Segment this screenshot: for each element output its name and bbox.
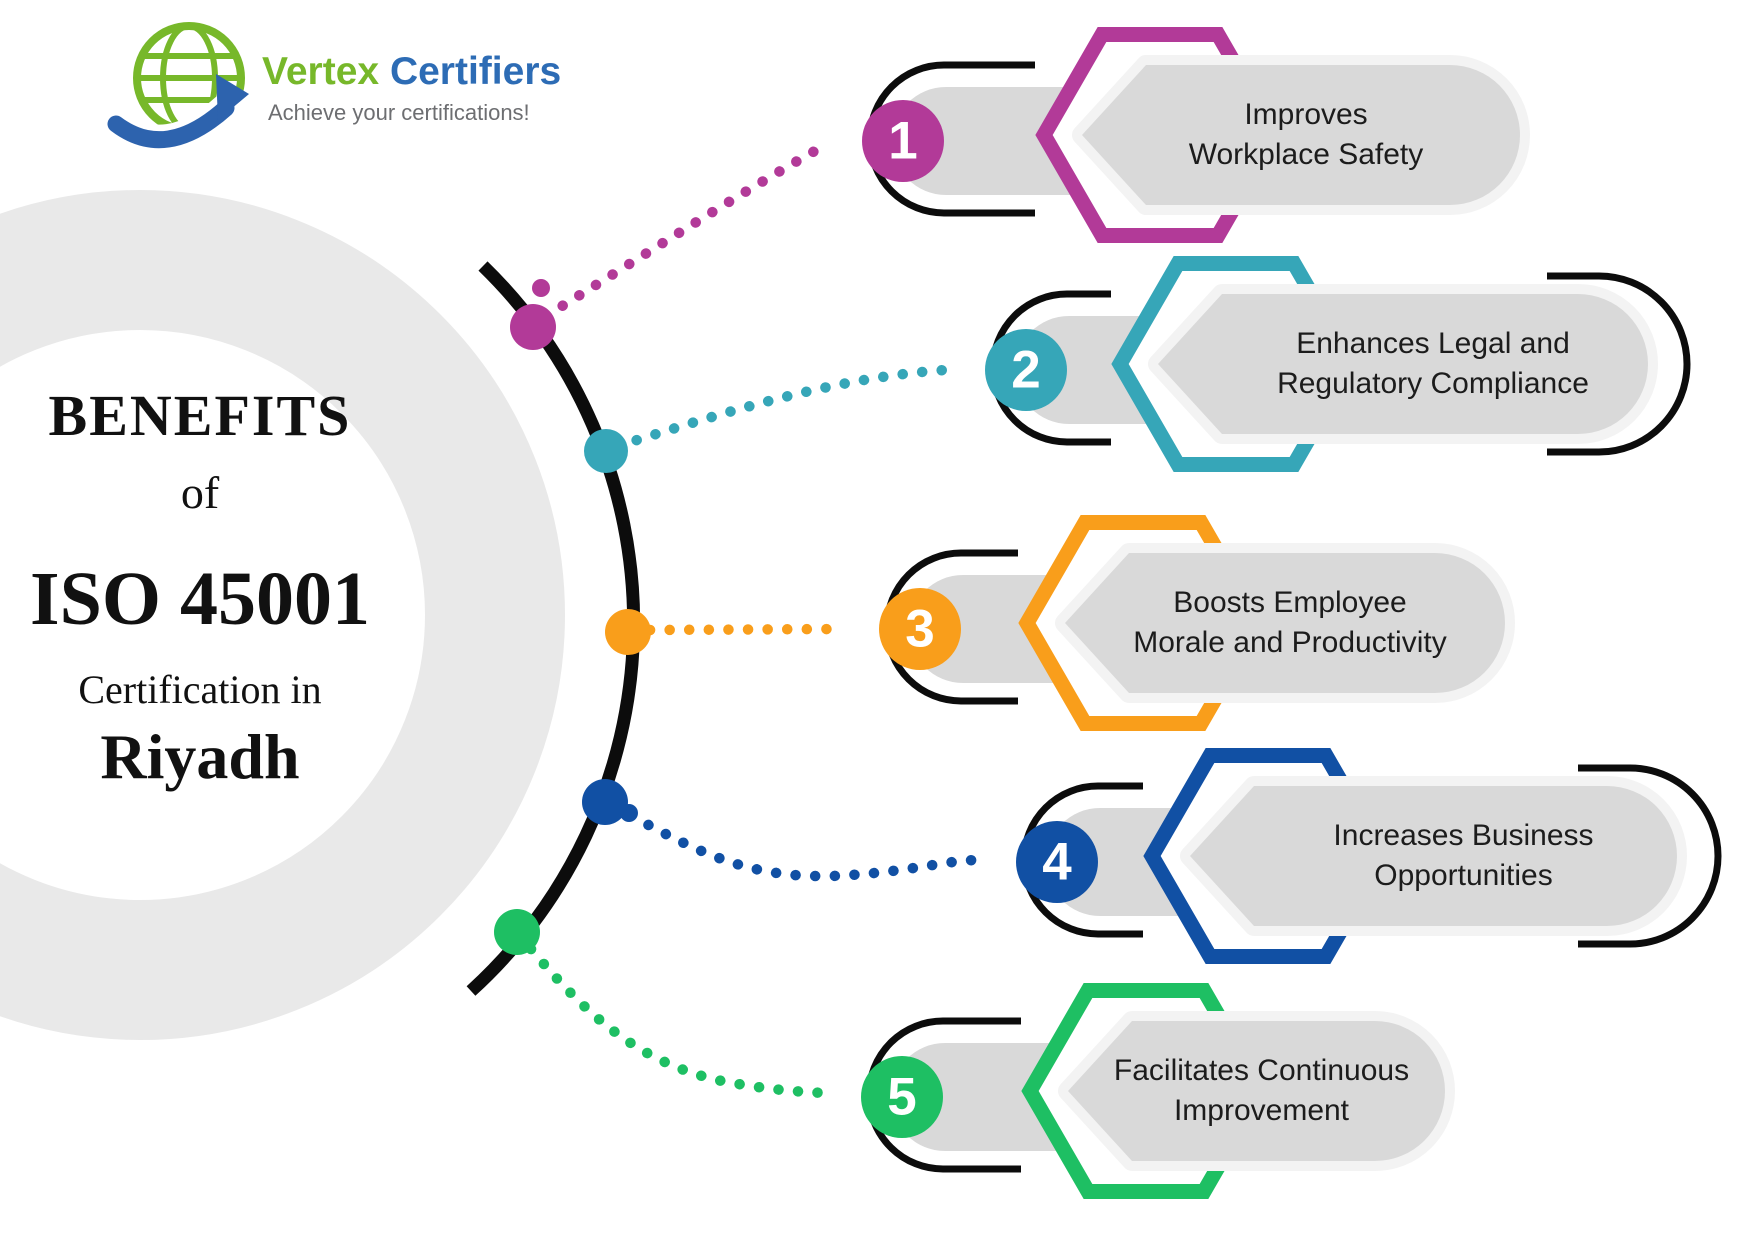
text-panel [1082, 65, 1520, 205]
card-5-art [861, 983, 1455, 1199]
number-circle [985, 329, 1067, 411]
arc-node-dot-1 [510, 304, 556, 350]
connector-dotted-line-1 [540, 142, 826, 322]
card-1-art [862, 27, 1530, 243]
benefit-card-3: 3 Boosts Employee Morale and Productivit… [841, 507, 1601, 747]
title-iso-45001: ISO 45001 [30, 557, 370, 641]
card-3-label-line2: Morale and Productivity [1133, 626, 1447, 659]
card-4-label: Increases Business Opportunities [1280, 770, 1647, 942]
card-4-label-line2: Opportunities [1374, 859, 1553, 892]
card-1-number: 1 [888, 111, 918, 171]
card-3-label: Boosts Employee Morale and Productivity [1105, 537, 1475, 709]
card-3-label-line1: Boosts Employee [1173, 586, 1407, 619]
text-panel [1065, 553, 1505, 693]
number-circle [879, 588, 961, 670]
card-1-label: Improves Workplace Safety [1122, 49, 1490, 221]
card-1-label-line2: Workplace Safety [1188, 138, 1424, 171]
logo: Vertex Certifiers Achieve your certifica… [0, 0, 600, 160]
card-5-label-line1: Facilitates Continuous [1113, 1054, 1410, 1087]
card-2-label-line2: Regulatory Compliance [1277, 367, 1589, 400]
benefit-card-4: 4 Increases Business Opportunities [978, 740, 1738, 980]
benefit-card-1: 1 Improves Workplace Safety [824, 19, 1584, 259]
card-2-label: Enhances Legal and Regulatory Compliance [1248, 278, 1618, 450]
card-4-art [1016, 748, 1722, 964]
arc-node-dot-3 [605, 609, 651, 655]
card-3-number: 3 [905, 599, 935, 659]
arc-node-dot-4 [582, 779, 628, 825]
number-circle [861, 1056, 943, 1138]
connector-dotted-line-5 [525, 943, 833, 1099]
card-5-label: Facilitates Continuous Improvement [1108, 1005, 1415, 1177]
card-right-outline [1578, 764, 1722, 948]
number-circle [862, 100, 944, 182]
number-pill [891, 1043, 1080, 1151]
card-right-outline [1547, 272, 1691, 456]
connector-dotted-line-2 [612, 364, 951, 452]
connector-dotted-line-4 [608, 800, 982, 882]
text-panel [1158, 294, 1648, 434]
number-circle [1016, 821, 1098, 903]
connector-dotted-line-3 [644, 623, 846, 636]
arc-node-dot-5 [494, 909, 540, 955]
card-2-number: 2 [1011, 340, 1041, 400]
card-5-label-line2: Improvement [1173, 1094, 1350, 1127]
globe-arrow-icon [104, 22, 249, 155]
brand-name: Vertex Certifiers [262, 50, 561, 94]
benefit-card-2: 2 Enhances Legal and Regulatory Complian… [947, 248, 1707, 488]
card-2-label-line1: Enhances Legal and [1296, 327, 1570, 360]
gray-ring [0, 190, 565, 1040]
title-of: of [180, 467, 220, 518]
card-4-number: 4 [1042, 832, 1072, 892]
card-1-label-line1: Improves [1244, 98, 1368, 131]
title-benefits: BENEFITS [48, 383, 352, 448]
title-riyadh: Riyadh [100, 721, 300, 792]
card-4-label-line1: Increases Business [1333, 819, 1594, 852]
arrow-swoosh-icon [104, 74, 249, 155]
number-pill [892, 87, 1094, 195]
mini-dot [532, 279, 550, 297]
title-certification-in: Certification in [78, 667, 322, 712]
brand-tagline: Achieve your certifications! [268, 100, 530, 125]
brand-word-vertex: Vertex [262, 50, 380, 93]
card-2-art [985, 256, 1691, 472]
card-5-number: 5 [887, 1067, 917, 1127]
arc-node-dot-2 [584, 429, 628, 473]
text-panel [1190, 786, 1677, 926]
benefit-card-5: 5 Facilitates Continuous Improvement [823, 975, 1583, 1215]
card-3-art [879, 515, 1515, 731]
brand-word-certifiers: Certifiers [389, 50, 562, 93]
text-panel [1068, 1021, 1445, 1161]
